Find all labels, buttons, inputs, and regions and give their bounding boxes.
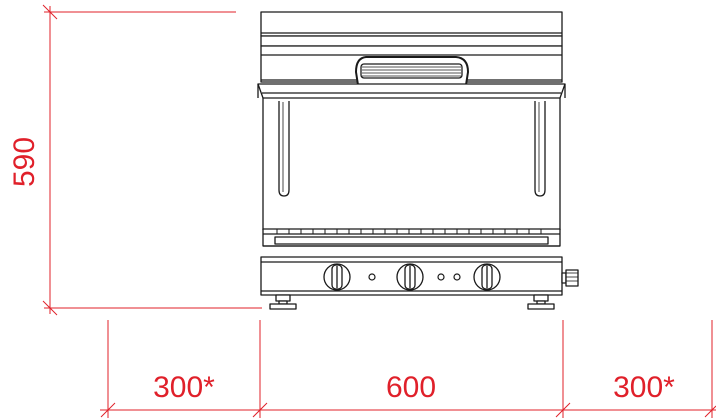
left-support-rod [278,101,290,197]
hood-trim [257,83,566,99]
appliance-outline [257,11,579,310]
width-tick-2 [252,402,268,418]
indicator-lights [368,273,461,281]
control-knob-right[interactable] [473,263,501,291]
cavity-frame [262,98,561,230]
control-knob-left[interactable] [323,263,351,291]
height-tick-top [42,4,58,20]
right-support-rod [534,101,546,197]
width-tick-1 [100,402,116,418]
foot-right [527,294,555,310]
gas-connector [561,269,579,287]
left-clearance-label: 300* [153,371,215,404]
indicator-light-3 [453,273,461,281]
grill-rack [262,228,561,247]
width-label: 600 [386,371,436,404]
foot-left [269,294,297,310]
height-label: 590 [8,137,41,187]
width-tick-4 [704,405,716,418]
height-tick-bottom [42,300,58,316]
control-knob-center[interactable] [396,263,424,291]
rack-teeth [276,229,542,234]
indicator-light-2 [437,273,445,281]
right-clearance-label: 300* [613,371,675,404]
width-tick-3 [555,402,571,418]
indicator-light-1 [368,273,376,281]
dimension-lines [42,4,716,418]
